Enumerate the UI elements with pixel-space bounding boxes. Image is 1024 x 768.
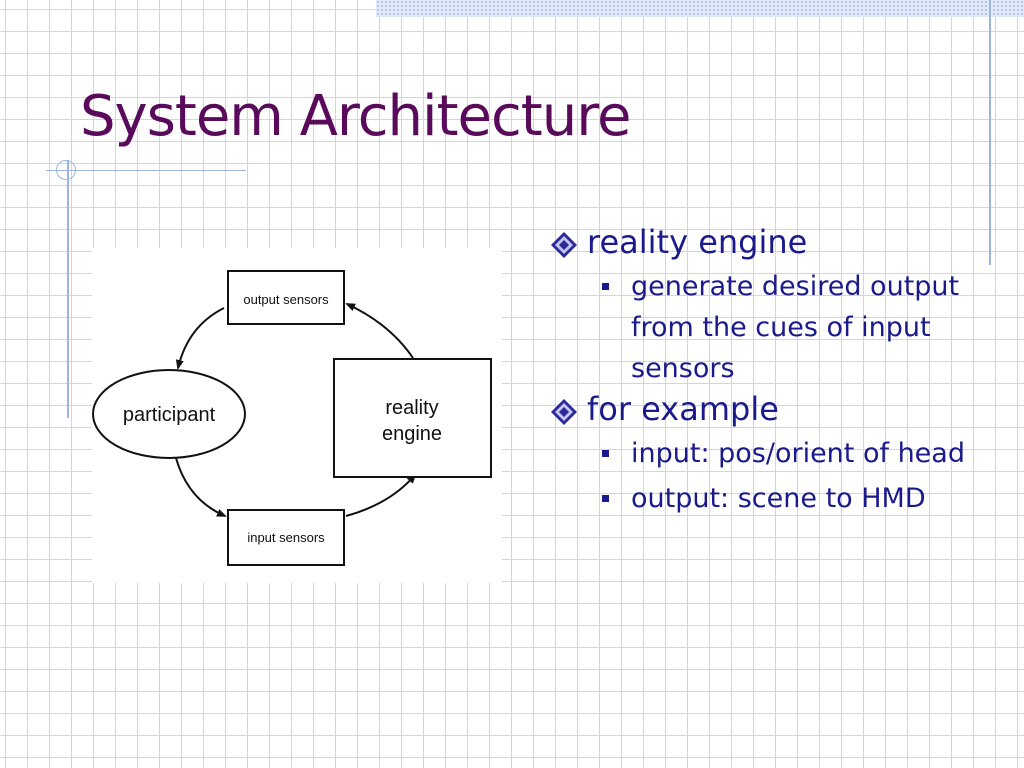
architecture-diagram-svg: output sensors participant reality engin…	[92, 270, 492, 566]
input-sensors-box	[227, 509, 345, 566]
sub-bullet-generate: generate desired output from the cues of…	[546, 266, 986, 389]
bullet-reality-engine: reality engine	[546, 222, 986, 262]
sub-bullet-input: input: pos/orient of head	[546, 433, 986, 474]
sub-bullet-output: output: scene to HMD	[546, 478, 986, 519]
bullet-text: for example	[587, 390, 779, 428]
corner-circle-ornament	[56, 160, 76, 180]
output-sensors-label: output sensors	[243, 292, 329, 307]
arrow-output-to-participant	[175, 307, 225, 370]
square-bullet-icon	[602, 450, 609, 457]
arrow-engine-to-output	[345, 303, 414, 359]
architecture-diagram: output sensors participant reality engin…	[92, 248, 502, 583]
left-accent-line	[67, 160, 69, 418]
output-sensors-box	[227, 270, 345, 325]
diamond-bullet-icon	[551, 232, 577, 258]
input-sensors-label: input sensors	[247, 530, 325, 545]
top-decorative-bar	[376, 0, 1024, 17]
square-bullet-icon	[602, 283, 609, 290]
sub-bullet-text: input: pos/orient of head	[631, 438, 965, 469]
bullet-for-example: for example	[546, 389, 986, 429]
slide-title: System Architecture	[80, 84, 631, 149]
reality-engine-label-line2: engine	[382, 423, 442, 445]
bullet-list: reality engine generate desired output f…	[546, 222, 986, 519]
participant-label: participant	[123, 404, 216, 426]
sub-bullet-text: generate desired output from the cues of…	[631, 271, 960, 384]
square-bullet-icon	[602, 495, 609, 502]
title-underline	[46, 170, 246, 171]
reality-engine-label-line1: reality	[385, 397, 438, 419]
arrow-participant-to-input	[175, 457, 227, 517]
reality-engine-box	[333, 358, 492, 478]
sub-bullet-text: output: scene to HMD	[631, 483, 926, 514]
arrow-input-to-engine	[345, 473, 417, 517]
right-accent-line	[989, 0, 991, 265]
diamond-bullet-icon	[551, 399, 577, 425]
bullet-text: reality engine	[587, 223, 808, 261]
participant-ellipse	[92, 369, 246, 459]
